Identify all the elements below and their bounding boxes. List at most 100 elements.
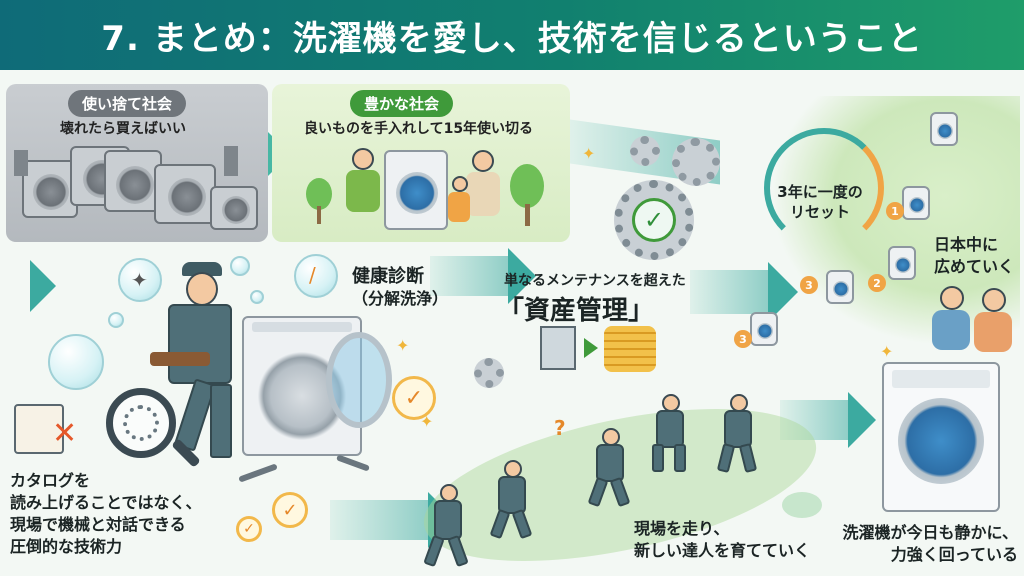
checkmark-icon: ✓ (272, 492, 308, 528)
diagnosis-line-1: 健康診断 (352, 266, 424, 287)
factory-chimney (14, 150, 28, 176)
flow-arrow (690, 270, 770, 314)
step-number: 3 (734, 330, 752, 348)
skill-line-3: 現場で機械と対話できる (10, 515, 186, 534)
cross-icon: ✕ (52, 416, 78, 451)
tool-belt (150, 352, 210, 366)
field-line-2: 新しい達人を育てていく (634, 541, 811, 560)
checkmark-icon: ✓ (392, 376, 436, 420)
arrow-right-icon (584, 338, 598, 358)
ending-text: 洗濯機が今日も静かに、 力強く回っている (808, 522, 1018, 566)
technician-body (656, 410, 684, 448)
flow-arrow-head (508, 248, 536, 304)
step-number: 3 (800, 276, 818, 294)
checkmark-icon: ✓ (236, 516, 262, 542)
spread-line-2: 広めていく (934, 257, 1015, 276)
flow-arrow (430, 256, 510, 296)
control-panel (252, 322, 352, 332)
sparkle-icon: ✦ (420, 412, 434, 431)
map-washer (930, 112, 958, 146)
bubble (108, 312, 124, 328)
child-body (448, 192, 470, 222)
question-icon: ? (554, 416, 566, 440)
sparkle-icon: ✦ (880, 342, 894, 361)
wrench-icon: ✦ (118, 258, 162, 302)
tree (510, 164, 544, 208)
book-icon (14, 404, 64, 454)
apprentice-body (498, 476, 526, 514)
tree-trunk (317, 206, 321, 224)
spread-text: 日本中に 広めていく (934, 234, 1014, 278)
drum-part (123, 405, 159, 441)
person-body (974, 312, 1012, 352)
wrench-tool (238, 463, 278, 483)
technician-leg (674, 444, 686, 472)
apprentice-body (434, 500, 462, 540)
disposable-society-label: 使い捨て社会 (68, 90, 187, 117)
bubble (230, 256, 250, 276)
final-washer (882, 362, 1000, 512)
father-body (346, 170, 380, 212)
bubble (250, 290, 264, 304)
rich-society-label: 豊かな社会 (350, 90, 454, 117)
step-number: 1 (886, 202, 904, 220)
mother-body (466, 172, 500, 216)
skill-line-1: カタログを (10, 471, 91, 490)
mother-figure (472, 150, 494, 172)
broken-washer (104, 150, 162, 212)
gear-icon (630, 136, 660, 166)
map-washer (902, 186, 930, 220)
asset-subtitle: 単なるメンテナンスを超えた (504, 273, 686, 289)
diagnosis-text: 健康診断 （分解洗浄） (352, 266, 448, 310)
mentor-icon (782, 492, 822, 518)
technician-cap (182, 262, 222, 276)
field-line-1: 現場を走り、 (634, 519, 730, 538)
skill-line-4: 圧倒的な技術力 (10, 537, 123, 556)
disposable-society-caption: 壊れたら買えばいい (60, 121, 186, 137)
technician-leg (652, 444, 664, 472)
field-text: 現場を走り、 新しい達人を育てていく (634, 518, 810, 562)
factory-chimney (224, 146, 238, 176)
flow-arrow (780, 400, 850, 440)
reset-line-1: 3年に一度の (777, 183, 863, 201)
technician-body (168, 304, 232, 384)
map-washer (826, 270, 854, 304)
asset-title: 「資産管理」 (498, 296, 655, 326)
father-figure (352, 148, 374, 170)
wrench-tool (335, 454, 371, 472)
map-washer (888, 246, 916, 280)
gear-icon (474, 358, 504, 388)
page-title: 7. まとめ：洗濯機を愛し、技術を信じるということ (101, 18, 923, 59)
broken-washer (154, 164, 216, 224)
sparkle-icon: ✦ (582, 144, 596, 163)
person-body (932, 310, 970, 350)
skill-text: カタログを 読み上げることではなく、 現場で機械と対話できる 圧倒的な技術力 (10, 470, 202, 558)
manual-icon (48, 334, 104, 390)
sparkle-icon: ✦ (396, 336, 410, 355)
title-banner: 7. まとめ：洗濯機を愛し、技術を信じるということ (0, 0, 1024, 70)
spread-line-1: 日本中に (934, 235, 999, 254)
new-washer (384, 150, 448, 230)
skill-line-2: 読み上げることではなく、 (10, 493, 202, 512)
gear-icon: ✓ (614, 180, 694, 260)
map-washer (750, 312, 778, 346)
child-figure (452, 176, 468, 192)
flow-arrow-head (848, 392, 876, 448)
screwdriver-icon: / (294, 254, 338, 298)
diagnosis-line-2: （分解洗浄） (352, 289, 449, 308)
flow-arrow (330, 500, 430, 540)
step-number: 2 (868, 274, 886, 292)
technician-body (596, 444, 624, 482)
rich-society-caption: 良いものを手入れして15年使い切る (304, 121, 534, 137)
reset-text: 3年に一度の リセット (770, 182, 870, 222)
tree-trunk (525, 204, 530, 226)
ending-line-1: 洗濯機が今日も静かに、 (842, 523, 1018, 542)
ending-line-2: 力強く回っている (890, 545, 1018, 564)
broken-washer (210, 186, 258, 230)
broken-washer (22, 160, 78, 218)
person-figure (982, 288, 1006, 312)
reset-line-2: リセット (789, 203, 850, 221)
master-body (724, 410, 752, 448)
reset-cycle-arrow (764, 128, 884, 248)
coins-icon (604, 326, 656, 372)
